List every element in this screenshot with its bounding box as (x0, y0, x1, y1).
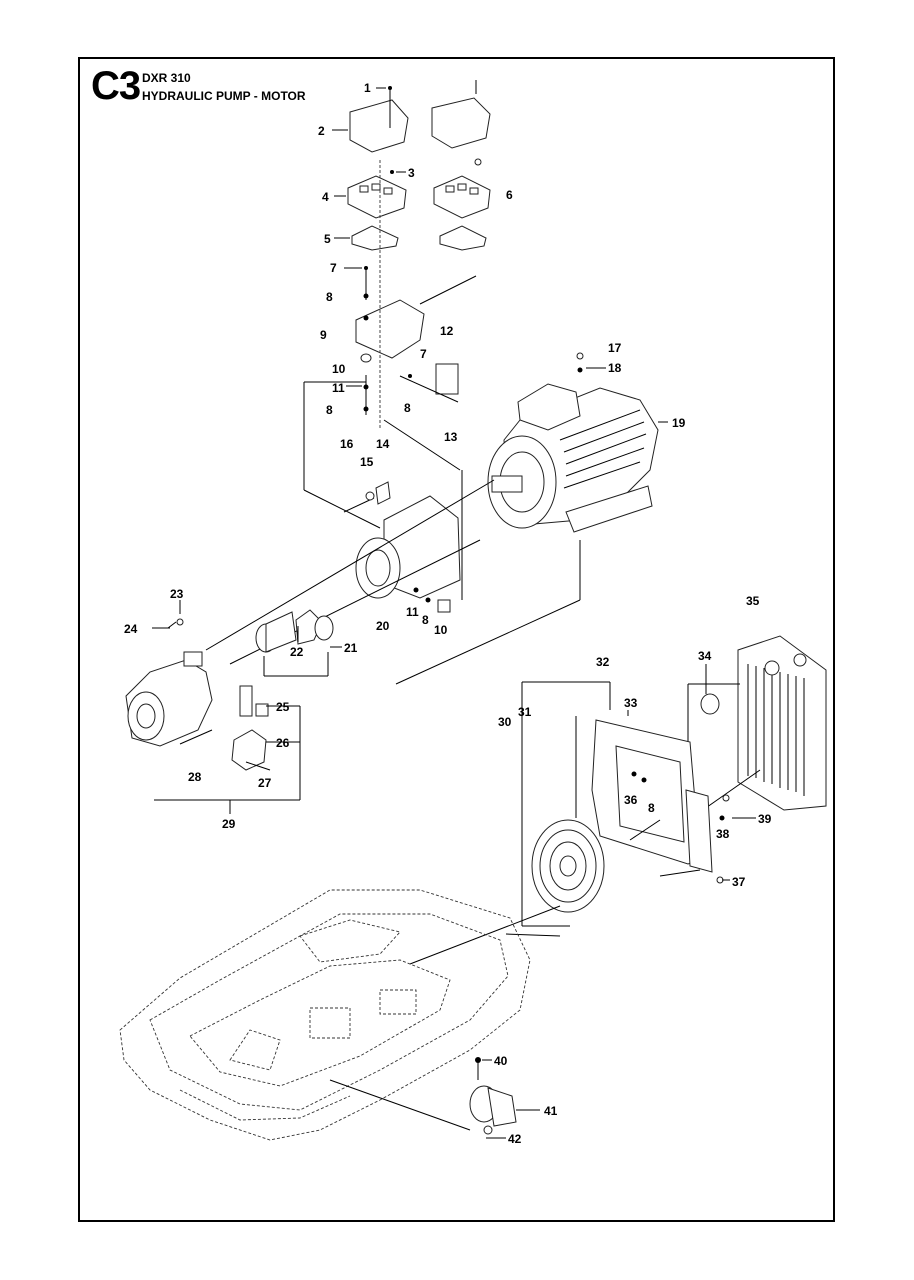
callout-9: 9 (320, 328, 327, 342)
callout-34: 34 (698, 649, 712, 663)
bolt-16-washer-15-bracket-14 (343, 481, 391, 513)
callout-10-housing: 10 (434, 623, 448, 637)
callout-29: 29 (222, 817, 236, 831)
callout-33: 33 (624, 696, 638, 710)
callout-23: 23 (170, 587, 184, 601)
callout-15: 15 (360, 455, 374, 469)
bracket-9 (355, 275, 477, 359)
callout-17: 17 (608, 341, 622, 355)
bell-housing-20 (355, 495, 461, 613)
callout-8: 8 (326, 290, 333, 304)
callout-3: 3 (408, 166, 415, 180)
diagram-title: HYDRAULIC PUMP - MOTOR (142, 89, 306, 103)
callout-2: 2 (318, 124, 325, 138)
callout-7: 7 (330, 261, 337, 275)
callout-16: 16 (340, 437, 354, 451)
callout-41: 41 (544, 1104, 558, 1118)
callout-1: 1 (364, 81, 371, 95)
callout-36: 36 (624, 793, 638, 807)
callout-8-relay: 8 (404, 401, 411, 415)
callout-21: 21 (344, 641, 358, 655)
callout-8-lower: 8 (326, 403, 333, 417)
callout-8-shroud: 8 (648, 801, 655, 815)
callout-14: 14 (376, 437, 390, 451)
part-40-41-42 (469, 1057, 517, 1135)
callout-4: 4 (322, 190, 329, 204)
cover-part-2 (349, 97, 491, 153)
callout-8-housing: 8 (422, 613, 429, 627)
radiator-35 (700, 635, 827, 811)
callout-19: 19 (672, 416, 686, 430)
fan-30 (531, 819, 605, 913)
callout-22: 22 (290, 645, 304, 659)
model-name: DXR 310 (142, 71, 191, 85)
page-border (78, 57, 835, 1222)
callout-12: 12 (440, 324, 454, 338)
section-code: C3 (91, 64, 141, 108)
screw-1 (388, 80, 477, 128)
callout-13: 13 (444, 430, 458, 444)
callout-18: 18 (608, 361, 622, 375)
callout-40: 40 (494, 1054, 508, 1068)
callout-24: 24 (124, 622, 138, 636)
callout-32: 32 (596, 655, 610, 669)
fasteners-column-7-11 (360, 266, 372, 415)
callout-35: 35 (746, 594, 760, 608)
callout-11: 11 (332, 381, 345, 395)
coupling-21-22 (255, 609, 334, 653)
gasket-5 (351, 225, 487, 251)
callout-26: 26 (276, 736, 290, 750)
callout-31: 31 (518, 705, 532, 719)
callout-37: 37 (732, 875, 746, 889)
callout-27: 27 (258, 776, 272, 790)
callout-5: 5 (324, 232, 331, 246)
pcb-board-4-6 (347, 158, 491, 219)
callout-10: 10 (332, 362, 346, 376)
callout-7-lower: 7 (420, 347, 427, 361)
fan-shroud-33 (591, 719, 713, 873)
callout-38: 38 (716, 827, 730, 841)
callout-6: 6 (506, 188, 513, 202)
callout-42: 42 (508, 1132, 522, 1146)
callout-25: 25 (276, 700, 290, 714)
callout-30: 30 (498, 715, 512, 729)
electric-motor-19 (487, 352, 659, 533)
callout-39: 39 (758, 812, 772, 826)
hydraulic-pump (125, 618, 213, 747)
machine-chassis (119, 889, 531, 1141)
callout-20: 20 (376, 619, 390, 633)
valve-assembly-25-28 (179, 685, 271, 771)
callout-28: 28 (188, 770, 202, 784)
relay-12 (399, 363, 459, 403)
callout-11-housing: 11 (406, 605, 419, 619)
